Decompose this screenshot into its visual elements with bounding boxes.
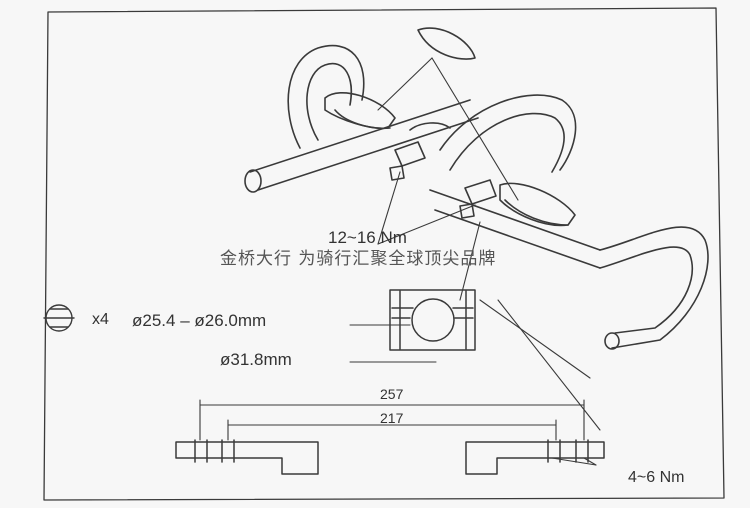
torque-label-upper: 12~16 Nm	[328, 228, 407, 247]
clamp-pads	[324, 27, 576, 227]
page-border	[43, 7, 725, 501]
torque-label-lower: 4~6 Nm	[628, 469, 685, 486]
watermark-text: 金桥大行 为骑行汇聚全球顶尖品牌	[220, 249, 497, 269]
dimension-outer-label: 257	[380, 386, 404, 402]
clamp-cross-section	[389, 289, 476, 351]
bolt-symbol	[43, 304, 75, 332]
handlebar-outline	[244, 44, 709, 350]
stem-clamps	[389, 122, 497, 219]
diameter-large-label: ø31.8mm	[220, 350, 292, 369]
dimension-lines	[199, 399, 585, 441]
diameter-small-label: ø25.4 – ø26.0mm	[132, 311, 267, 330]
count-label: x4	[92, 311, 109, 328]
leader-lines	[349, 57, 601, 466]
bar-section-view	[175, 439, 605, 475]
dimension-inner-label: 217	[380, 410, 404, 426]
